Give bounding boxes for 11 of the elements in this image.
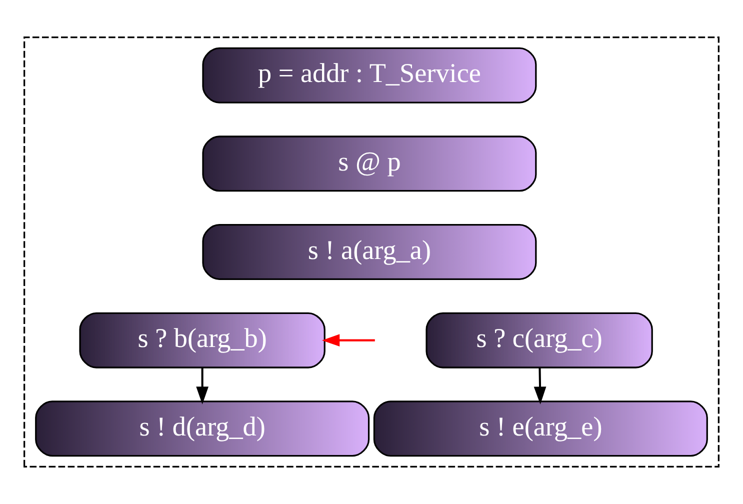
- node-box: s @ p: [202, 136, 537, 192]
- arrow: [322, 334, 375, 347]
- node-box: s ! a(arg_a): [202, 224, 537, 280]
- arrow: [196, 368, 209, 404]
- node-box: p = addr : T_Service: [202, 47, 537, 104]
- arrow: [534, 368, 546, 404]
- cluster: [24, 36, 720, 468]
- node-box: s ! d(arg_d): [35, 400, 370, 457]
- node-box: s ? c(arg_c): [426, 312, 653, 368]
- node-box: s ? b(arg_b): [79, 312, 326, 368]
- node-box: s ! e(arg_e): [373, 400, 708, 457]
